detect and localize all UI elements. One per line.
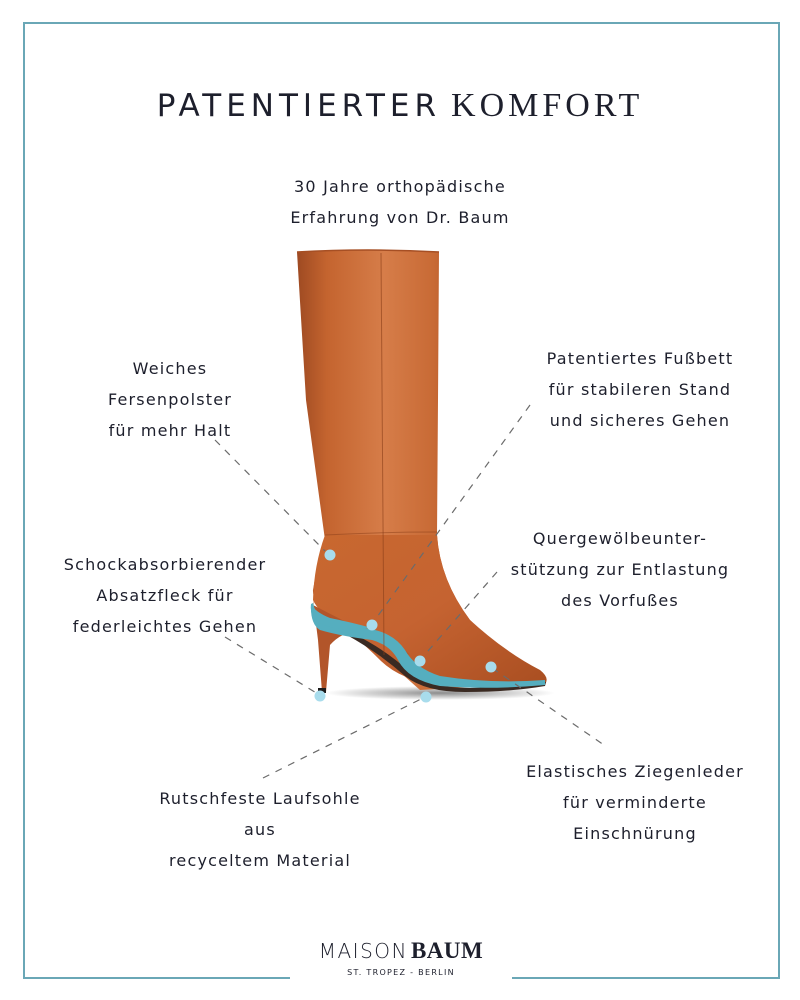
dot-marker-icon xyxy=(420,691,432,703)
dot-marker-icon xyxy=(485,661,497,673)
title-part-serif: KOMFORT xyxy=(451,87,644,124)
label-shock-absorbing: Schockabsorbierender Absatzfleck für fed… xyxy=(30,549,300,642)
label-line: 30 Jahre orthopädische xyxy=(294,177,506,196)
label-line: für verminderte xyxy=(563,793,707,812)
label-line: recyceltem Material xyxy=(168,851,351,870)
label-footbed: Patentiertes Fußbett für stabileren Stan… xyxy=(500,343,780,436)
logo-name-bold: BAUM xyxy=(410,938,484,963)
label-leather: Elastisches Ziegenleder für verminderte … xyxy=(490,756,780,849)
leader-shock xyxy=(224,636,319,695)
label-line: Elastisches Ziegenleder xyxy=(526,762,744,781)
insole-heel-cup xyxy=(310,604,372,630)
frame-border-bottom-right xyxy=(512,977,780,979)
dot-marker-icon xyxy=(414,655,426,667)
dot-marker-icon xyxy=(314,690,326,702)
label-line: für mehr Halt xyxy=(108,421,232,440)
label-line: Erfahrung von Dr. Baum xyxy=(290,208,510,227)
label-line: Absatzfleck für xyxy=(96,586,234,605)
frame-border-top xyxy=(23,22,780,24)
frame-border-bottom-left xyxy=(23,977,290,979)
label-line: Patentiertes Fußbett xyxy=(546,349,734,368)
frame-border-right xyxy=(778,22,780,979)
heel-tip xyxy=(318,688,326,693)
label-line: Fersenpolster xyxy=(107,390,233,409)
label-line: Quergewölbeunter- xyxy=(532,529,708,548)
shaft-horizontal-seam xyxy=(324,531,438,536)
leader-arch xyxy=(420,571,498,660)
label-line: Rutschfeste Laufsohle xyxy=(159,789,361,808)
label-line: Einschnürung xyxy=(573,824,697,843)
leader-outsole xyxy=(262,696,426,779)
leader-footbed xyxy=(371,404,531,625)
label-line: des Vorfußes xyxy=(561,591,679,610)
marker-dots xyxy=(314,549,497,703)
label-outsole: Rutschfeste Laufsohle aus recyceltem Mat… xyxy=(120,783,400,876)
leader-leather xyxy=(491,667,605,746)
label-heel-pad: Weiches Fersenpolster für mehr Halt xyxy=(70,353,270,446)
shaft-center-seam xyxy=(380,252,385,656)
dot-marker-icon xyxy=(324,549,336,561)
dot-marker-icon xyxy=(366,619,378,631)
frame-border-left xyxy=(23,22,25,979)
label-arch-support: Quergewölbeunter- stützung zur Entlastun… xyxy=(470,523,770,616)
boot-top-edge xyxy=(296,249,440,253)
label-line: Schockabsorbierender xyxy=(63,555,267,574)
label-line: und sicheres Gehen xyxy=(549,411,731,430)
label-line: Weiches xyxy=(132,359,208,378)
leader-lines xyxy=(214,404,605,779)
label-line: aus xyxy=(244,820,276,839)
title-part-sans: PATENTIERTER xyxy=(156,88,442,124)
leader-heel-pad xyxy=(214,439,326,552)
label-line: stützung zur Entlastung xyxy=(510,560,730,579)
label-line: federleichtes Gehen xyxy=(72,617,258,636)
logo-tagline: ST. TROPEZ - BERLIN xyxy=(347,968,455,977)
label-line: für stabileren Stand xyxy=(548,380,732,399)
label-experience: 30 Jahre orthopädische Erfahrung von Dr.… xyxy=(200,171,600,233)
logo-name-light: MAISON xyxy=(318,939,408,963)
